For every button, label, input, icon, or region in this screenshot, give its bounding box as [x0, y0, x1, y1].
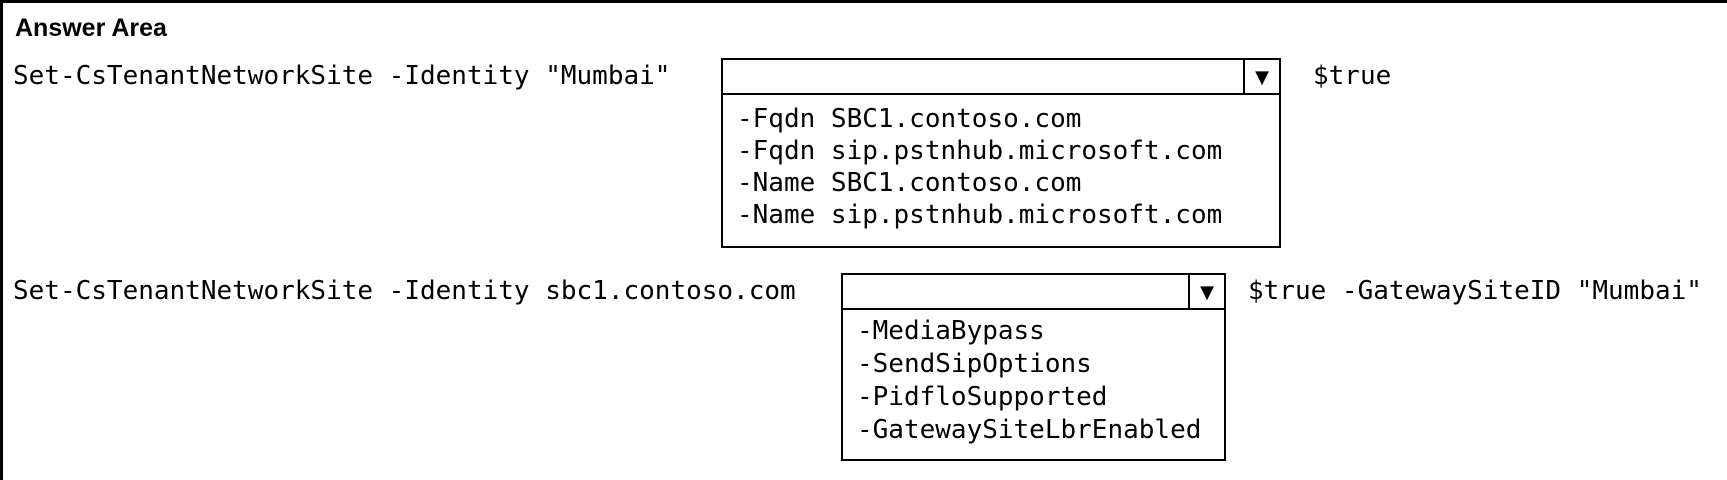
dropdown-2[interactable]: ▼ [841, 273, 1226, 310]
dropdown-1-value[interactable] [723, 60, 1243, 93]
command-suffix-1: $true [1313, 61, 1392, 91]
dropdown-option[interactable]: -Name sip.pstnhub.microsoft.com [737, 200, 1223, 230]
dropdown-2-arrow-button[interactable]: ▼ [1188, 275, 1224, 308]
dropdown-1[interactable]: ▼ [721, 58, 1281, 95]
dropdown-option[interactable]: -PidfloSupported [857, 382, 1108, 412]
dropdown-2-value[interactable] [843, 275, 1188, 308]
dropdown-option[interactable]: -Fqdn sip.pstnhub.microsoft.com [737, 136, 1223, 166]
answer-area-title: Answer Area [15, 14, 167, 42]
dropdown-option[interactable]: -SendSipOptions [857, 349, 1092, 379]
dropdown-option[interactable]: -GatewaySiteLbrEnabled [857, 415, 1202, 445]
command-suffix-2: $true -GatewaySiteID "Mumbai" [1248, 276, 1702, 306]
dropdown-option[interactable]: -Fqdn SBC1.contoso.com [737, 104, 1082, 134]
dropdown-option[interactable]: -Name SBC1.contoso.com [737, 168, 1082, 198]
dropdown-arrow-icon: ▼ [1255, 66, 1269, 88]
dropdown-1-options-list: -Fqdn SBC1.contoso.com -Fqdn sip.pstnhub… [721, 95, 1281, 248]
dropdown-1-arrow-button[interactable]: ▼ [1243, 60, 1279, 93]
dropdown-option[interactable]: -MediaBypass [857, 316, 1045, 346]
command-text-1: Set-CsTenantNetworkSite -Identity "Mumba… [13, 61, 671, 91]
dropdown-2-options-list: -MediaBypass -SendSipOptions -PidfloSupp… [841, 310, 1226, 461]
dropdown-arrow-icon: ▼ [1200, 281, 1214, 303]
command-text-2: Set-CsTenantNetworkSite -Identity sbc1.c… [13, 276, 796, 306]
